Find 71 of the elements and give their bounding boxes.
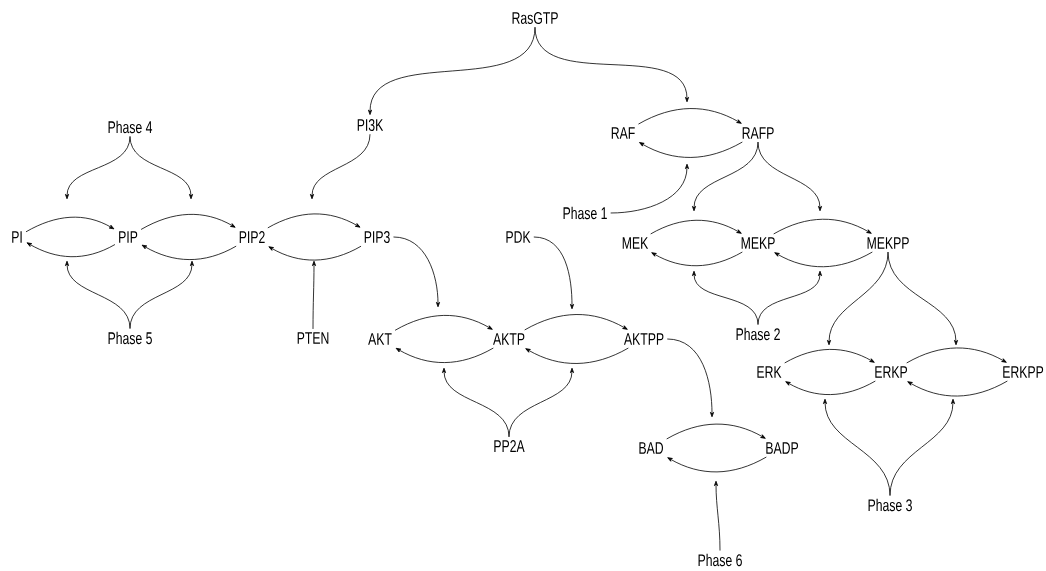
node-label: BAD bbox=[639, 442, 663, 454]
node-label: PI3K bbox=[357, 119, 384, 131]
arrow bbox=[692, 141, 759, 212]
arrow bbox=[534, 26, 689, 103]
arrow bbox=[268, 245, 362, 261]
arrow bbox=[65, 136, 131, 200]
node-label: PI bbox=[12, 231, 22, 243]
arrow bbox=[141, 244, 237, 260]
arrow bbox=[25, 216, 115, 233]
arrow bbox=[312, 260, 316, 330]
node-label: BADP bbox=[766, 442, 798, 454]
arrow bbox=[773, 218, 872, 235]
node-label: PIP bbox=[119, 231, 138, 243]
arrow bbox=[140, 214, 236, 230]
node-label: Phase 6 bbox=[698, 553, 742, 567]
arrow bbox=[774, 251, 873, 268]
node-label: MEKPP bbox=[867, 237, 909, 249]
node-label: PDK bbox=[506, 231, 531, 243]
arrow bbox=[393, 236, 440, 308]
arrow bbox=[638, 108, 742, 125]
arrow bbox=[394, 315, 493, 331]
node-label: Phase 1 bbox=[563, 206, 607, 220]
arrow bbox=[395, 347, 494, 363]
arrow bbox=[714, 480, 721, 551]
node-label: ERKPP bbox=[1003, 366, 1044, 378]
node-label: AKT bbox=[368, 333, 392, 345]
node-label: PP2A bbox=[494, 440, 525, 452]
arrow bbox=[889, 398, 955, 496]
arrow bbox=[666, 338, 714, 418]
arrow bbox=[508, 367, 574, 438]
node-label: MEKP bbox=[741, 237, 775, 249]
arrow bbox=[887, 251, 958, 346]
node-label: ERKP bbox=[875, 366, 907, 378]
node-label: Phase 4 bbox=[108, 120, 153, 134]
node-label: PIP2 bbox=[239, 231, 265, 243]
node-label: AKTPP bbox=[623, 333, 664, 345]
arrow bbox=[442, 367, 510, 438]
node-label: Phase 3 bbox=[868, 498, 912, 512]
arrow bbox=[533, 236, 574, 310]
arrow bbox=[310, 133, 371, 200]
arrow bbox=[524, 314, 628, 331]
node-label: PIP3 bbox=[364, 231, 390, 243]
arrow bbox=[65, 260, 131, 329]
node-label: Phase 5 bbox=[108, 331, 152, 345]
arrow bbox=[692, 270, 759, 325]
arrow bbox=[757, 141, 822, 212]
arrow bbox=[785, 380, 876, 395]
arrow bbox=[784, 349, 875, 364]
arrow bbox=[129, 260, 194, 329]
arrow bbox=[651, 251, 743, 267]
node-label: Phase 2 bbox=[736, 327, 780, 341]
arrow bbox=[26, 242, 116, 258]
node-label: ERK bbox=[757, 366, 782, 378]
node-label: MEK bbox=[622, 237, 649, 249]
arrow bbox=[525, 347, 629, 364]
arrow bbox=[129, 136, 193, 200]
arrow bbox=[267, 213, 361, 229]
arrow bbox=[667, 456, 767, 473]
arrow bbox=[650, 219, 742, 235]
node-label: AKTP bbox=[493, 333, 525, 345]
arrow bbox=[757, 270, 822, 325]
node-label: PTEN bbox=[297, 332, 329, 344]
arrow bbox=[823, 398, 891, 496]
node-label: RasGTP bbox=[512, 12, 558, 24]
arrow bbox=[666, 423, 766, 440]
arrow bbox=[906, 347, 1007, 364]
node-label: RAF bbox=[611, 127, 635, 139]
arrow bbox=[610, 163, 689, 214]
node-label: RAFP bbox=[742, 127, 774, 139]
arrow bbox=[907, 380, 1008, 397]
arrow bbox=[639, 141, 743, 158]
